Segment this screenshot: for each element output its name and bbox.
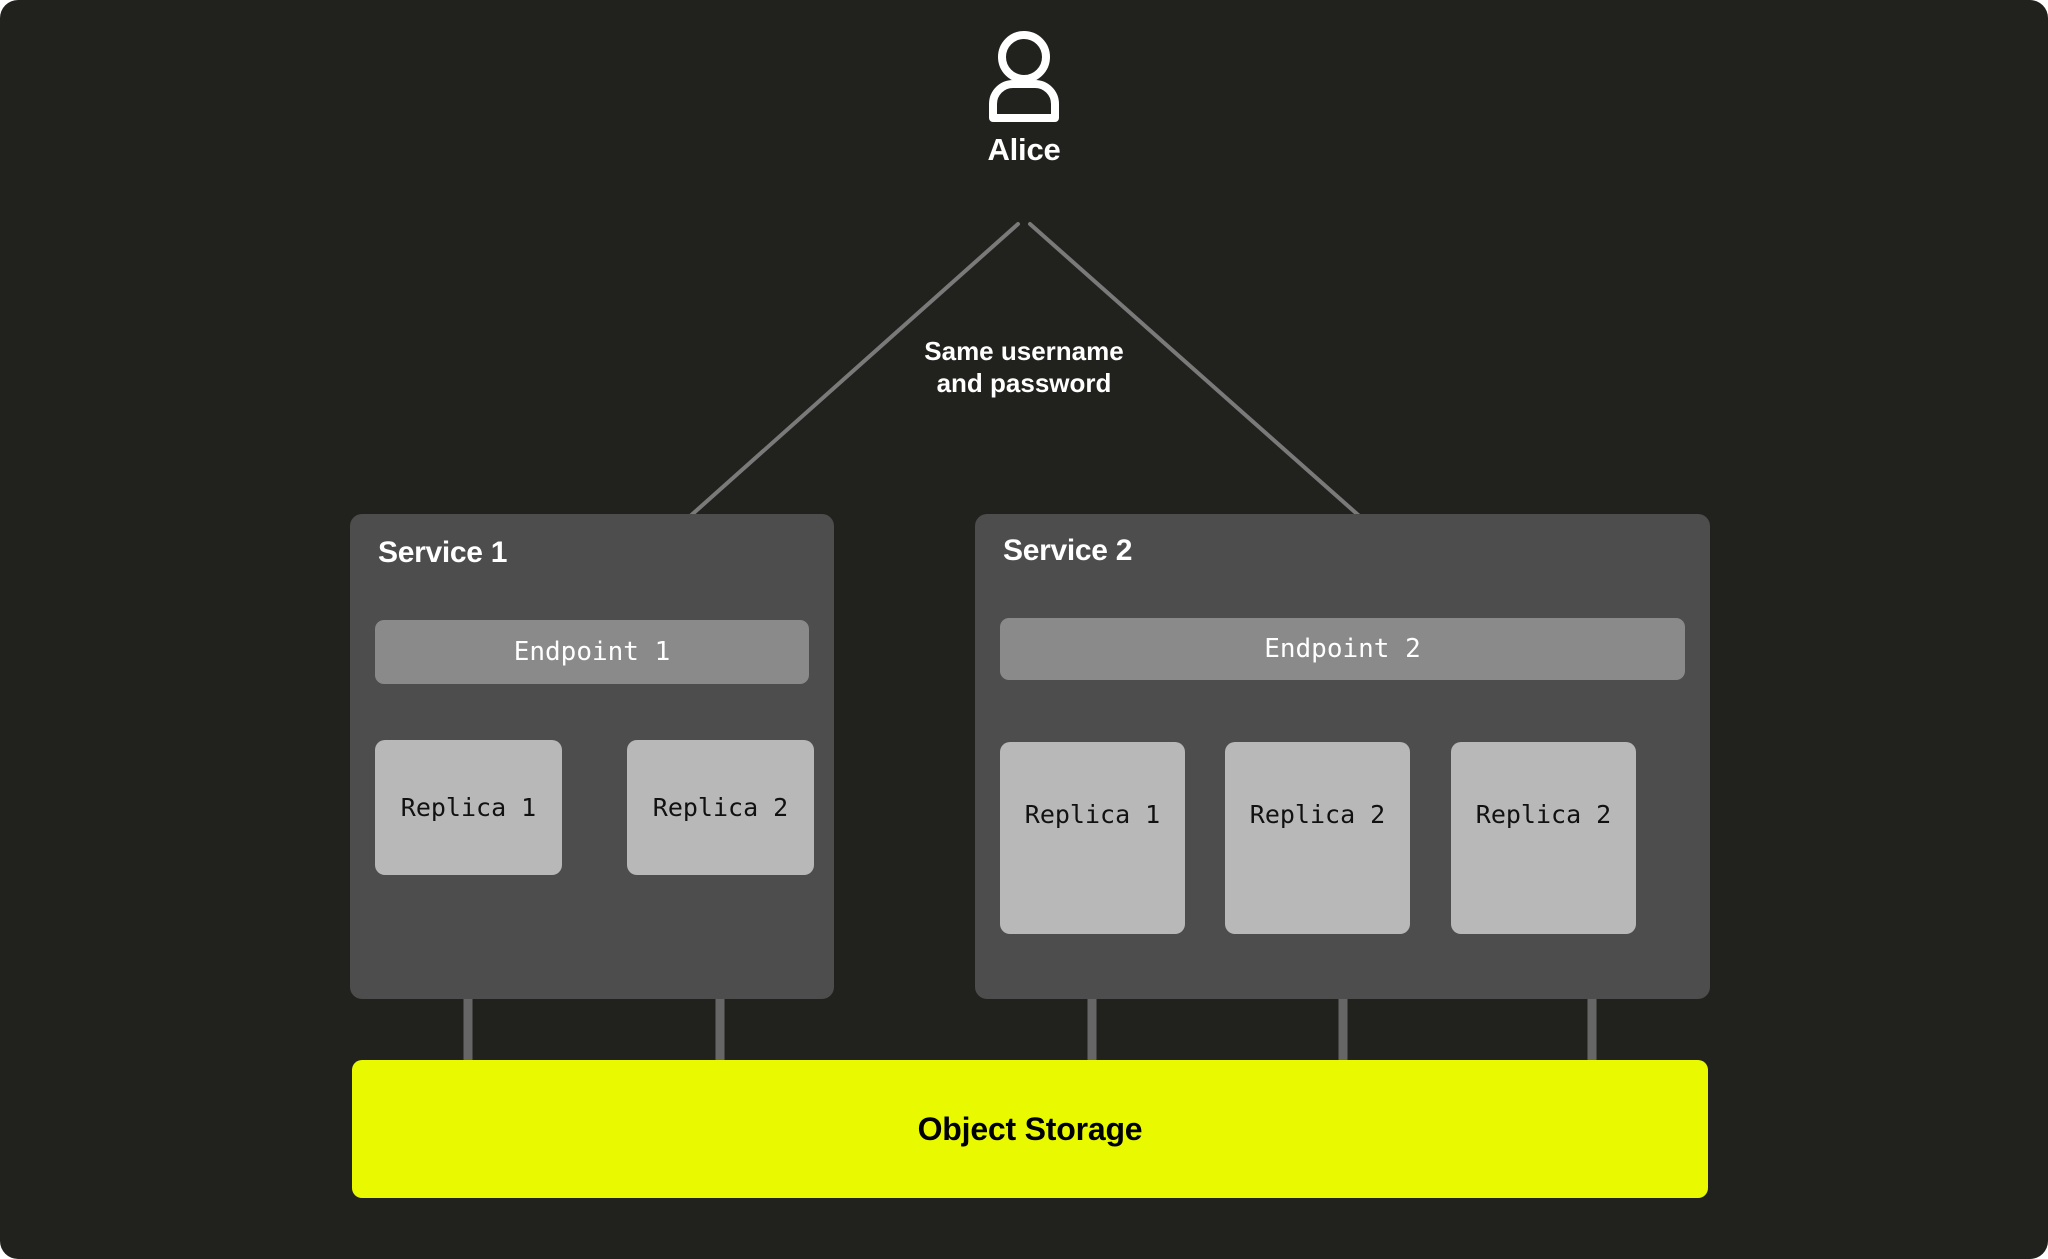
service-2-replica-3-label: Replica 2 [1475, 799, 1612, 829]
service-2-replica-3[interactable]: Replica 2 [1451, 742, 1636, 934]
actor-alice: Alice [0, 30, 2048, 168]
object-storage-block[interactable]: Object Storage [352, 1060, 1708, 1198]
actor-label: Alice [987, 132, 1061, 167]
endpoint-1[interactable]: Endpoint 1 [375, 620, 809, 684]
endpoint-1-label: Endpoint 1 [513, 637, 671, 667]
service-panel-2[interactable]: Service 2 Endpoint 2 Replica 1 Replica 2… [975, 514, 1710, 999]
service-2-replica-1-label: Replica 1 [1024, 799, 1161, 829]
arrow-caption-line-1: Same username [924, 336, 1124, 366]
service-1-title: Service 1 [378, 536, 508, 569]
service-2-title: Service 2 [1003, 534, 1133, 567]
service-1-replica-1[interactable]: Replica 1 [375, 740, 562, 875]
service-2-replica-1[interactable]: Replica 1 [1000, 742, 1185, 934]
service-panel-1[interactable]: Service 1 Endpoint 1 Replica 1 Replica 2 [350, 514, 834, 999]
arrow-caption: Same username and password [824, 336, 1224, 399]
service-2-replica-2[interactable]: Replica 2 [1225, 742, 1410, 934]
service-2-replica-2-label: Replica 2 [1249, 799, 1386, 829]
user-icon [989, 31, 1059, 122]
endpoint-2[interactable]: Endpoint 2 [1000, 618, 1685, 680]
endpoint-2-label: Endpoint 2 [1264, 634, 1421, 664]
service-1-replica-2[interactable]: Replica 2 [627, 740, 814, 875]
service-1-replica-2-label: Replica 2 [652, 793, 789, 822]
object-storage-label: Object Storage [917, 1110, 1143, 1147]
service-1-replica-1-label: Replica 1 [400, 793, 537, 822]
arrow-caption-line-2: and password [936, 367, 1112, 398]
